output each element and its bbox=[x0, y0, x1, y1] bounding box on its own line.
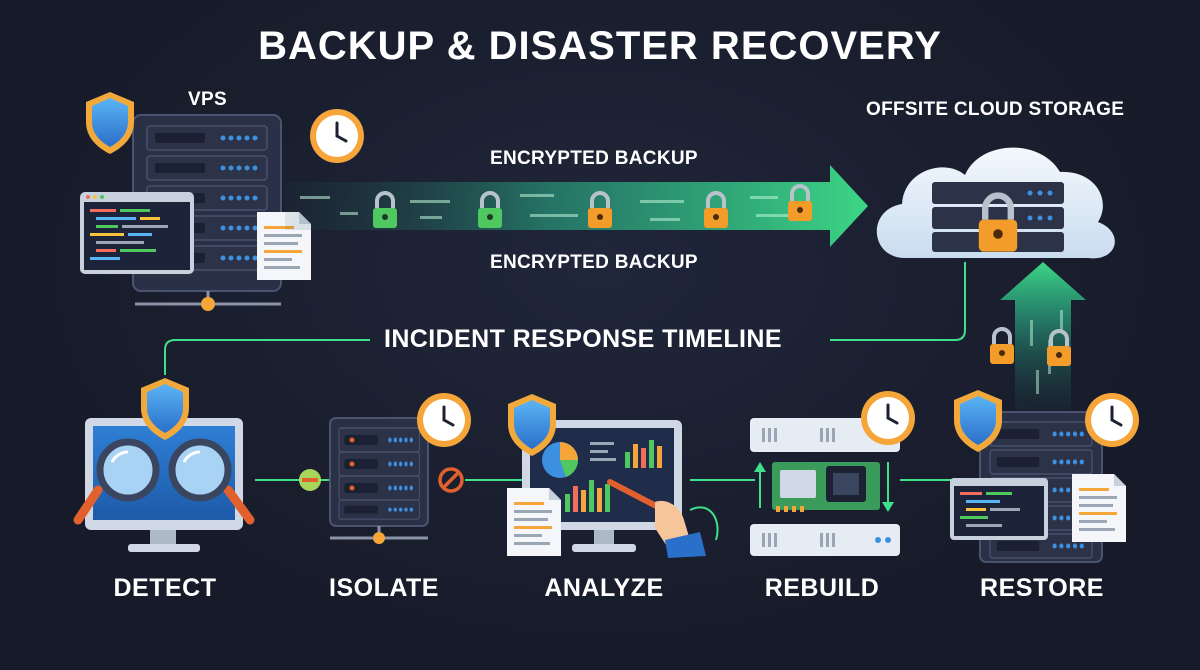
vps-clock-icon bbox=[308, 107, 366, 165]
lock-icon bbox=[988, 327, 1016, 366]
restore-step-icon bbox=[950, 390, 1141, 563]
step-label-isolate: ISOLATE bbox=[329, 574, 439, 602]
rebuild-step-icon bbox=[750, 389, 917, 556]
encrypted-backup-label-top: ENCRYPTED BACKUP bbox=[490, 148, 698, 169]
clock-icon bbox=[415, 391, 473, 449]
restore-stream bbox=[988, 262, 1086, 410]
step-label-analyze: ANALYZE bbox=[544, 574, 664, 602]
vps-server-group bbox=[80, 92, 366, 311]
encrypted-backup-stream bbox=[285, 165, 868, 247]
detect-step-icon bbox=[73, 378, 255, 552]
timeline-label: INCIDENT RESPONSE TIMELINE bbox=[384, 325, 782, 353]
vps-shield-icon bbox=[86, 92, 134, 154]
isolate-step-icon bbox=[299, 391, 473, 544]
step-label-detect: DETECT bbox=[113, 574, 217, 602]
vps-label: VPS bbox=[188, 89, 227, 110]
step-label-restore: RESTORE bbox=[980, 574, 1104, 602]
encrypted-backup-label-bottom: ENCRYPTED BACKUP bbox=[490, 252, 698, 273]
cloud-storage-label: OFFSITE CLOUD STORAGE bbox=[866, 99, 1125, 120]
offsite-cloud-storage bbox=[876, 147, 1115, 259]
clock-icon bbox=[1083, 391, 1141, 449]
analyze-step-icon bbox=[507, 394, 719, 558]
step-label-rebuild: REBUILD bbox=[764, 574, 880, 602]
timeline-connectors bbox=[164, 262, 966, 481]
clock-icon bbox=[859, 389, 917, 447]
page-title: BACKUP & DISASTER RECOVERY bbox=[258, 24, 942, 68]
